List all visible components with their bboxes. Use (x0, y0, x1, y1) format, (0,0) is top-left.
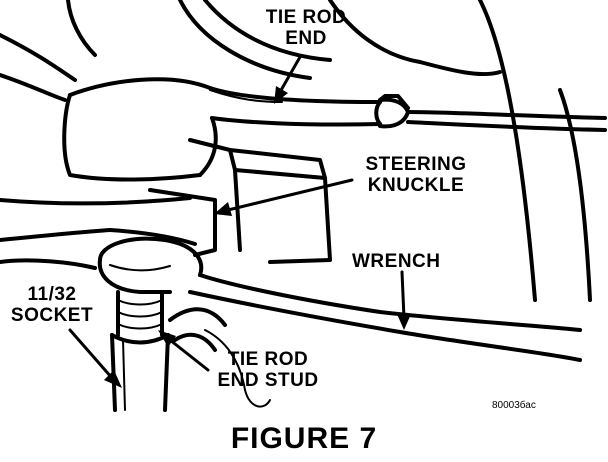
tie-rod-end-label-line-1: TIE ROD (265, 7, 347, 28)
socket-label-line-1: 11/32 (27, 284, 77, 305)
tie-rod-end-body (62, 77, 607, 182)
steering-knuckle-label-line-2: KNUCKLE (367, 174, 465, 196)
tie-rod-end-label-line-2: END (285, 27, 327, 49)
figure-caption: FIGURE 7 (230, 422, 378, 455)
tire-outline (0, 258, 97, 270)
steering-knuckle-label-line-1: STEERING (365, 154, 467, 175)
tie-rod-end-stud-label-line-2: END STUD (217, 369, 319, 391)
wrench-part (97, 236, 582, 362)
reference-code: 80003бас (492, 400, 536, 411)
socket-label: 11/32 SOCKET (4, 284, 100, 326)
tie-rod-end-label: TIE ROD END (258, 7, 354, 49)
tie-rod-end-stud-part (168, 307, 271, 408)
tie-rod-end-stud-label: TIE ROD END STUD (208, 349, 328, 391)
vehicle-frame-outline (0, 0, 592, 302)
socket-part (110, 290, 170, 412)
steering-knuckle-arrow (226, 178, 354, 212)
stud-arrow (168, 338, 210, 372)
socket-arrow (68, 328, 114, 380)
leader-arrows (68, 55, 411, 388)
tie-rod-end-stud-label-line-1: TIE ROD (227, 349, 309, 370)
steering-knuckle-label: STEERING KNUCKLE (358, 154, 474, 196)
socket-label-line-2: SOCKET (10, 304, 94, 326)
tie-rod-end-arrow (278, 55, 302, 94)
wrench-label: WRENCH (352, 251, 441, 272)
steering-knuckle-part (108, 138, 332, 264)
wrench-arrow (400, 270, 406, 320)
